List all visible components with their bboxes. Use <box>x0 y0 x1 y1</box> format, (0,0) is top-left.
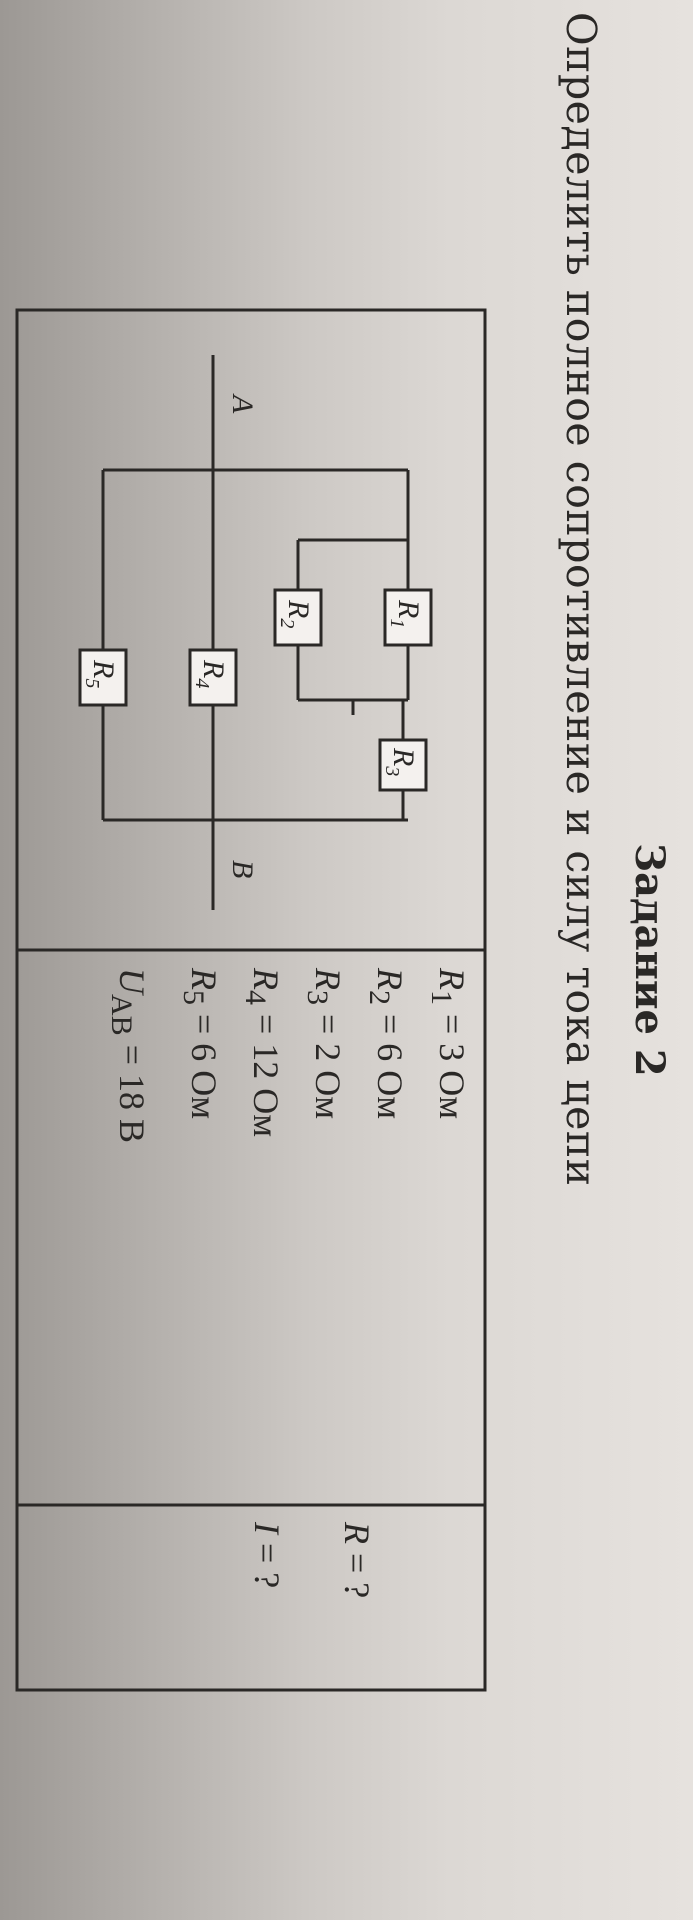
resistor-r1-label: R1 <box>386 599 425 628</box>
resistor-r1-box <box>383 588 433 647</box>
given-line: R4 = 12 Ом <box>238 968 286 1138</box>
given-line: R1 = 3 Ом <box>424 968 472 1120</box>
resistor-r4-box <box>188 648 238 707</box>
find-column: R = ? I = ? <box>173 1522 473 1682</box>
resistor-r2-label: R2 <box>276 599 315 628</box>
circuit-wires <box>101 355 410 910</box>
given-line: R3 = 2 Ом <box>300 968 348 1120</box>
node-b-label: B <box>226 860 259 878</box>
resistor-r3-label: R3 <box>381 747 420 776</box>
resistor-r4-label: R4 <box>191 659 230 688</box>
given-line: R5 = 6 Ом <box>176 968 224 1120</box>
find-line: R = ? <box>337 1522 377 1599</box>
resistor-r3-box <box>378 738 428 792</box>
resistor-r2-box <box>273 588 323 647</box>
resistor-r5-label: R5 <box>81 659 120 688</box>
given-line: R2 = 6 Ом <box>362 968 410 1120</box>
given-column: R1 = 3 Ом R2 = 6 Ом R3 = 2 Ом R4 = 12 Ом… <box>33 968 473 1488</box>
node-a-label: A <box>226 393 259 414</box>
resistor-r5-box <box>78 648 128 707</box>
given-line: UAB = 18 В <box>104 968 152 1144</box>
table-frame <box>15 308 487 1692</box>
find-line: I = ? <box>247 1522 287 1589</box>
